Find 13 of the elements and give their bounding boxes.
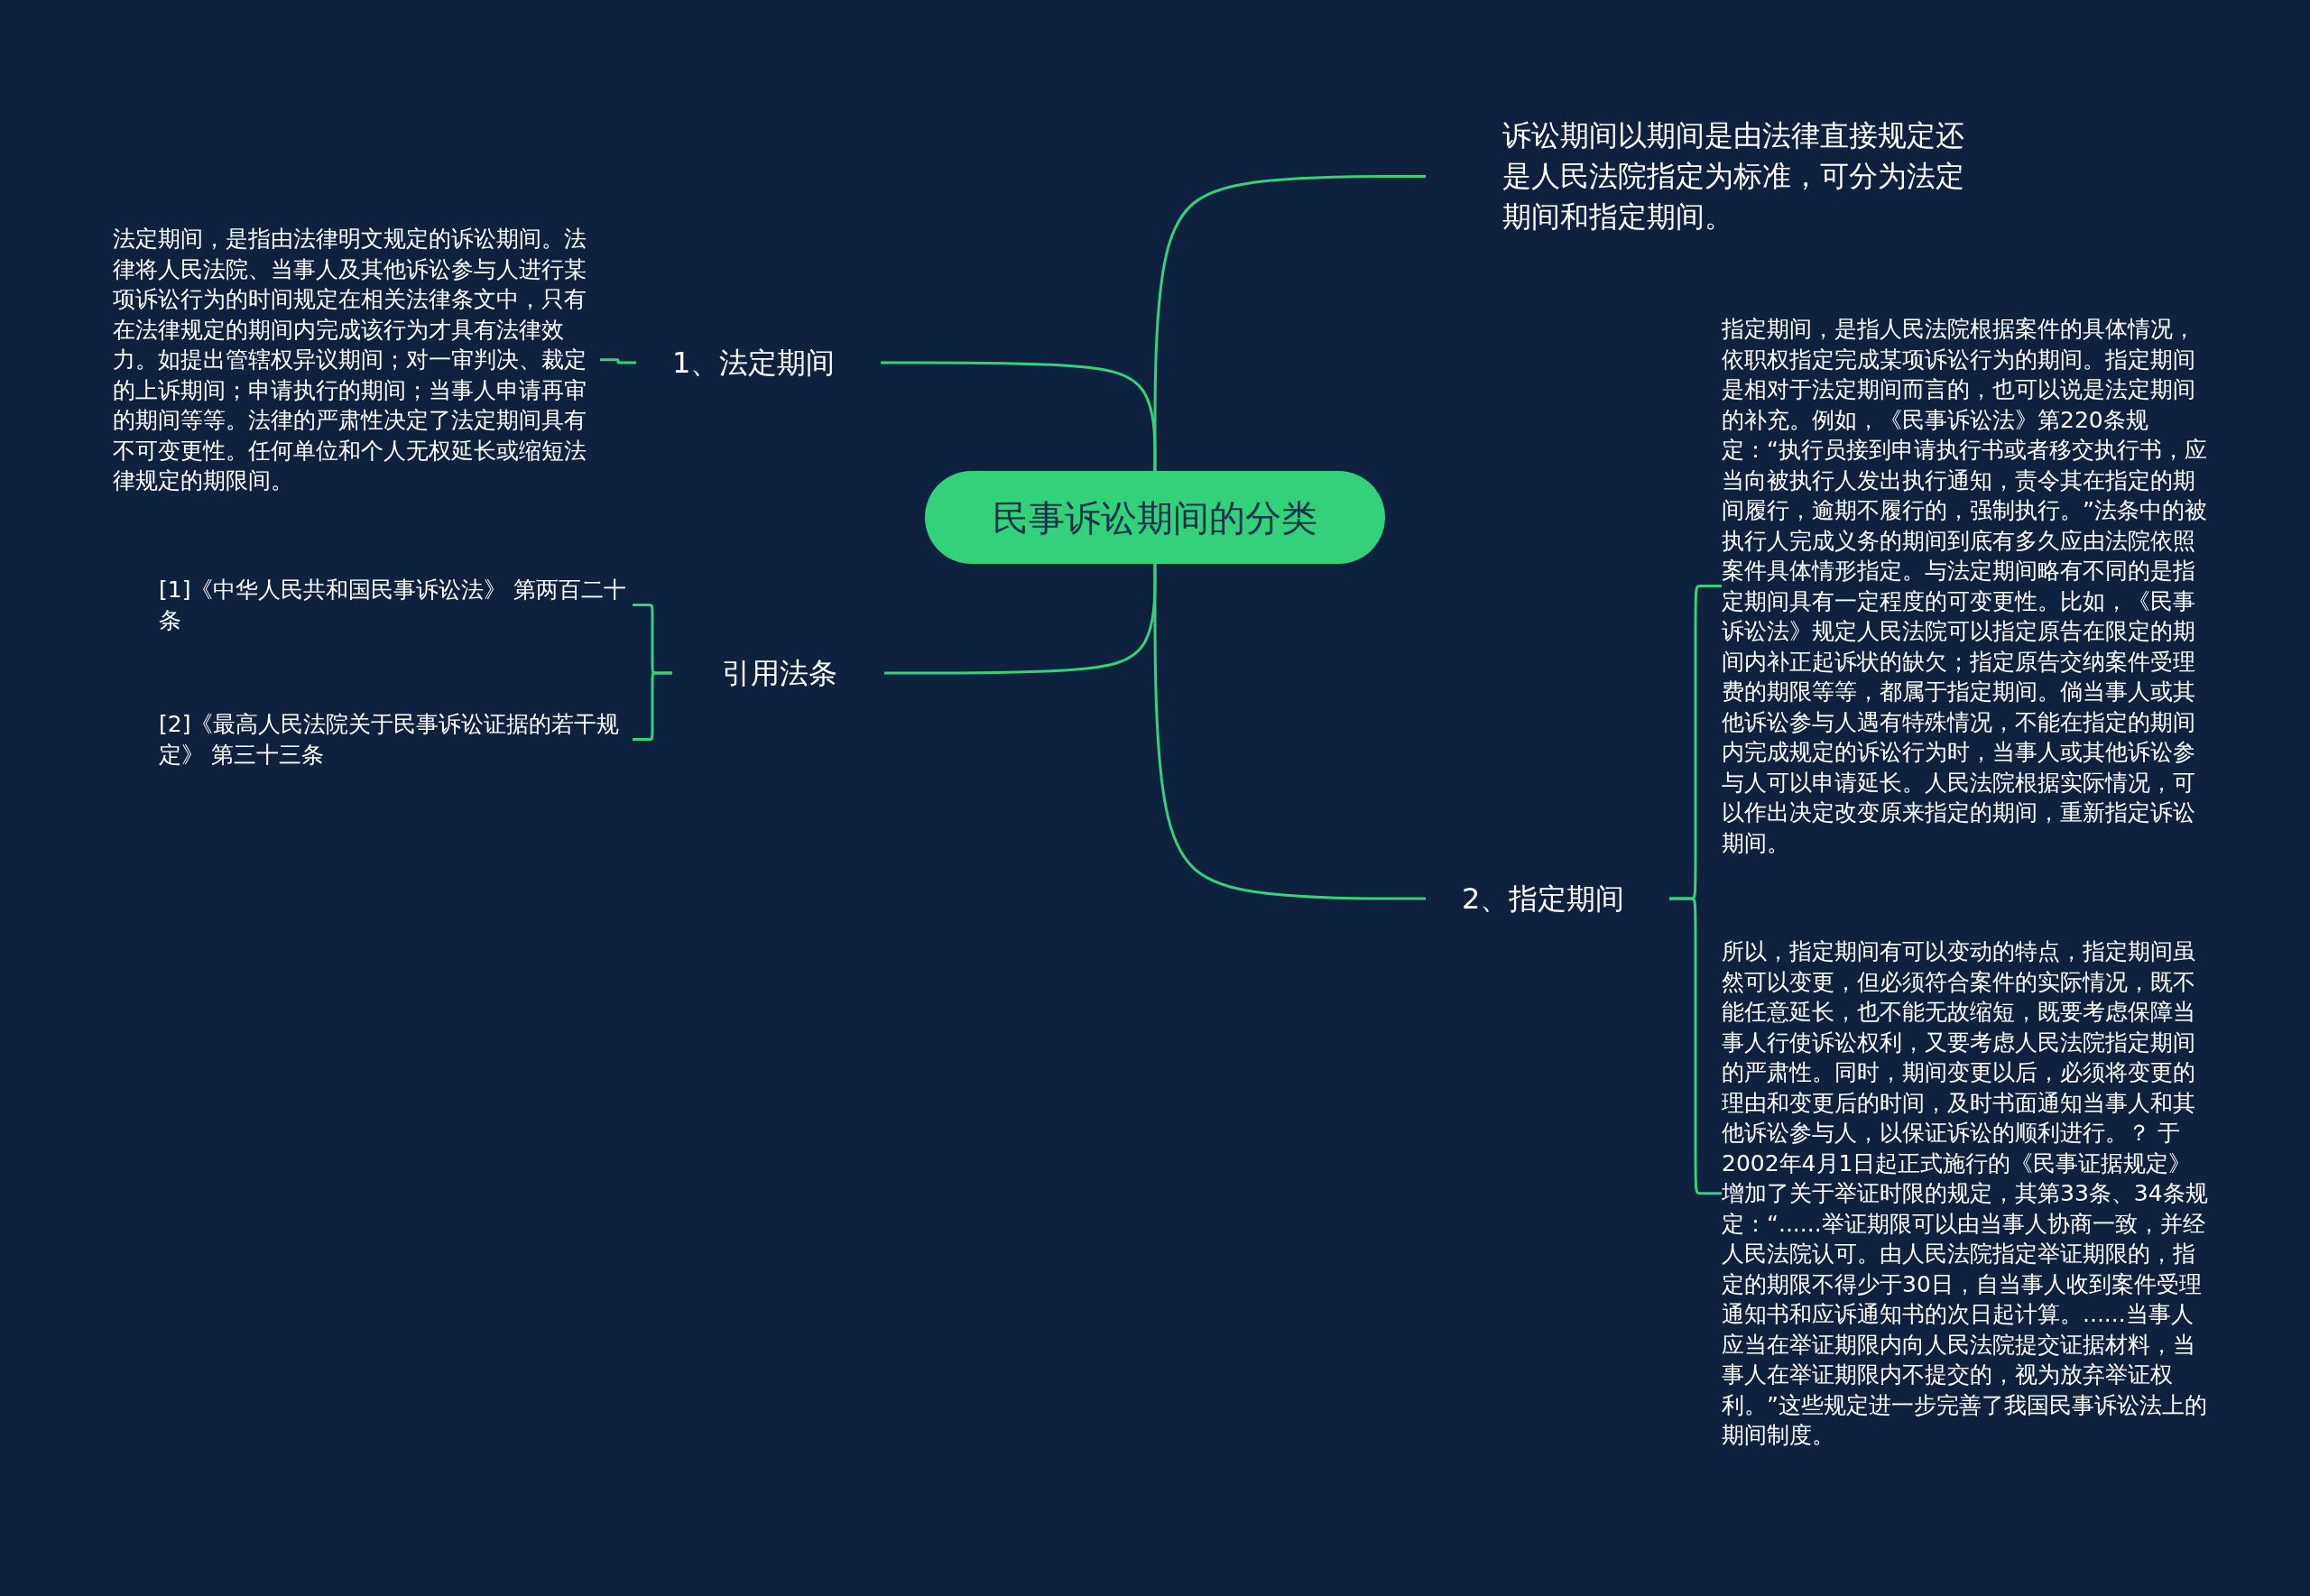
topic-text: 民事诉讼期间的分类 bbox=[993, 495, 1317, 540]
detail-text: 指定期间，是指人民法院根据案件的具体情况，依职权指定完成某项诉讼行为的期间。指定期间是相对于法定期间而言的，也可以说是法定期间的补充。例如，《民事诉讼法》第220条规定：“执行员接到申请执行书或者移交执行书，应当向被执行人发出执行通知，责令其在指定的期间履行，逾期不履行的，强制执行。”法条中的被执行人完成义务的期间到底有多久应由法院依照案件具体情形指定。与法定期间略有不同的是指定期间具有一定程度的可变更性。比如，《民事诉讼法》规定人民法院可以指定原告在限定的期间内补正起诉状的缺欠；指定原告交纳案件受理费的期限等等，都属于指定期间。倘当事人或其他诉讼参与人遇有特殊情况，不能在指定的期间内完成规定的诉讼行为时，当事人或其他诉讼参与人可以申请延长。人民法院根据实际情况，可以作出决定改变原来指定的期间，重新指定诉讼期间。 bbox=[1722, 315, 2208, 858]
connector-line bbox=[881, 361, 1157, 471]
detail-text: 法定期间，是指由法律明文规定的诉讼期间。法律将人民法院、当事人及其他诉讼参与人进行某项诉讼行为的时间规定在相关法律条文中，只有在法律规定的期间内完成该行为才具有法律效力。如提出管辖权异议期间；对一审判决、裁定的上诉期间；申请执行的期间；当事人申请再审的期间等等。法律的严肃性决定了法定期间具有不可变更性。任何单位和个人无权延长或缩短法律规定的期限间。 bbox=[113, 225, 587, 495]
branch-topic: 1、法定期间 bbox=[672, 345, 836, 382]
connector-line bbox=[600, 358, 636, 364]
branch-topic: 引用法条 bbox=[722, 655, 838, 692]
citation-text: [1]《中华人民共和国民事诉讼法》 第两百二十条 bbox=[159, 576, 628, 635]
branch-topic: 2、指定期间 bbox=[1462, 881, 1626, 918]
citation-text: [2]《最高人民法院关于民事诉讼证据的若干规定》 第三十三条 bbox=[159, 710, 621, 770]
branch-text: 诉讼期间以期间是由法律直接规定还是人民法院指定为标准，可分为法定期间和指定期间。 bbox=[1502, 117, 1965, 235]
detail-text: 所以，指定期间有可以变动的特点，指定期间虽然可以变更，但必须符合案件的实际情况，既不能任意延长，也不能无故缩短，既要考虑保障当事人行使诉讼权利，又要考虑人民法院指定期间的严肃性。同时，期间变更以后，必须将变更的理由和变更后的时间，及时书面通知当事人和其他诉讼参与人，以保证诉讼的顺利进行。？ 于2002年4月1日起正式施行的《民事证据规定》增加了关于举证时限的规定，其第33条、34条规定：“......举证期限可以由当事人协商一致，并经人民法院认可。由人民法院指定举证期限的，指定的期限不得少于30日，自当事人收到案件受理通知书和应诉通知书的次日起计算。......当事人应当在举证期限内向人民法院提交证据材料，当事人在举证期限内不提交的，视为放弃举证权利。”这些规定进一步完善了我国民事诉讼法上的期间制度。 bbox=[1722, 937, 2209, 1450]
connector-line bbox=[1153, 564, 1426, 900]
